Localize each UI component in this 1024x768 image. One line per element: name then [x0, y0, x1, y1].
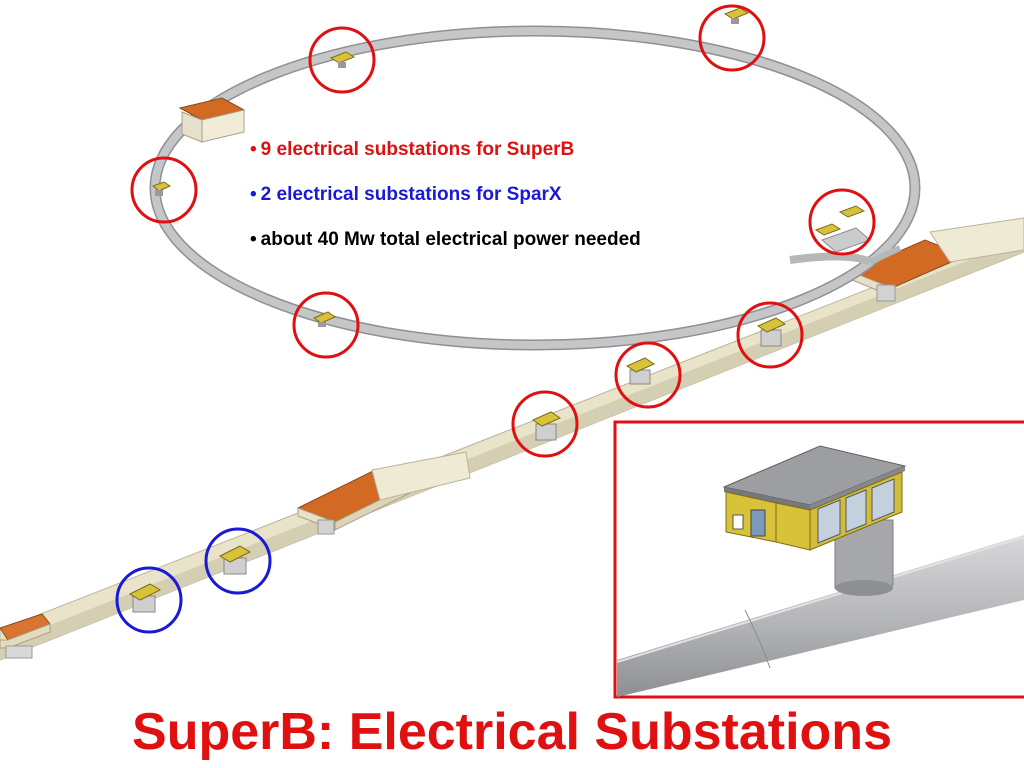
bullet-sparx-substations: •2 electrical substations for SparX — [250, 184, 562, 205]
substation-detail-inset — [613, 420, 1024, 699]
linac-right-building — [850, 217, 1024, 302]
sparx-marker — [204, 527, 272, 595]
sparx-substation-markers — [115, 527, 272, 634]
superb-marker — [808, 188, 876, 256]
linac — [0, 217, 1024, 661]
superb-substation-markers — [130, 4, 876, 458]
bullet-list: •9 electrical substations for SuperB •2 … — [250, 138, 641, 273]
substation-building — [722, 445, 907, 551]
tunnel-pipe — [617, 535, 1024, 697]
superb-marker — [130, 156, 198, 224]
bullet-superb-substations: •9 electrical substations for SuperB — [250, 139, 575, 160]
superb-marker — [292, 291, 360, 359]
linac-substation-5 — [756, 317, 787, 347]
ring-substation-5 — [814, 205, 871, 253]
linac-substation-3 — [531, 411, 562, 441]
sparx-marker — [115, 566, 183, 634]
superb-marker — [308, 26, 376, 94]
superb-marker — [511, 390, 579, 458]
slide-title: SuperB: Electrical Substations — [132, 703, 892, 761]
ring-substation-4 — [312, 311, 337, 327]
superb-marker — [698, 4, 766, 72]
linac-substation-1 — [128, 583, 162, 613]
superb-marker — [614, 341, 682, 409]
bullet-power-needed: •about 40 Mw total electrical power need… — [250, 229, 641, 250]
linac-substation-2 — [218, 545, 252, 575]
linac-middle-building — [296, 451, 471, 535]
ring-substation-3 — [152, 181, 172, 196]
superb-marker — [736, 301, 804, 369]
linac-substation-4 — [625, 357, 656, 385]
linac-end-building — [0, 613, 51, 659]
ring-hall-building — [178, 97, 246, 143]
ring-substation-2 — [723, 7, 750, 24]
ring-substation-1 — [329, 51, 356, 68]
